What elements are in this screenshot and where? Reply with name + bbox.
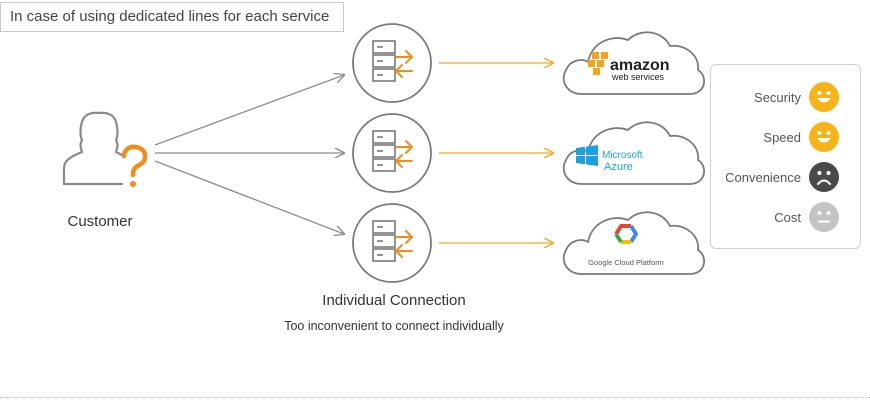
- happy-face-icon: [809, 82, 839, 112]
- aws-cloud-icon: amazon web services: [562, 31, 706, 95]
- connection-subtitle: Too inconvenient to connect individually: [284, 319, 504, 333]
- rating-label-security: Security: [754, 89, 801, 105]
- azure-cloud-icon: Microsoft Azure: [562, 121, 706, 185]
- aws-logo-text: amazon: [610, 57, 670, 74]
- server-exchange-icon-1: [352, 23, 432, 103]
- happy-face-icon: [809, 122, 839, 152]
- rating-row-cost: Cost: [774, 202, 839, 232]
- rating-label-speed: Speed: [763, 129, 801, 145]
- gcp-cloud-icon: Google Cloud Platform: [562, 211, 706, 275]
- connection-title: Individual Connection: [322, 292, 466, 309]
- server-exchange-icon-2: [352, 113, 432, 193]
- rating-label-cost: Cost: [774, 209, 801, 225]
- bottom-divider: [0, 397, 870, 398]
- aws-logo-subtext: web services: [611, 72, 665, 82]
- rating-row-speed: Speed: [763, 122, 839, 152]
- sad-face-icon: [809, 162, 839, 192]
- azure-logo-text: Microsoft: [602, 150, 643, 161]
- neutral-face-icon: [809, 202, 839, 232]
- rating-label-convenience: Convenience: [725, 169, 801, 185]
- rating-row-security: Security: [754, 82, 839, 112]
- azure-logo-subtext: Azure: [604, 161, 633, 173]
- gcp-logo-text: Google Cloud Platform: [588, 258, 664, 267]
- user-question-icon: [62, 111, 148, 187]
- server-exchange-icon-3: [352, 203, 432, 283]
- rating-panel: Security Speed Convenience Cost: [710, 64, 861, 249]
- customer-label: Customer: [67, 213, 133, 230]
- arrow-to-server-1: [154, 75, 344, 146]
- page-title: In case of using dedicated lines for eac…: [0, 2, 345, 32]
- arrow-to-server-3: [154, 160, 344, 234]
- rating-row-convenience: Convenience: [725, 162, 839, 192]
